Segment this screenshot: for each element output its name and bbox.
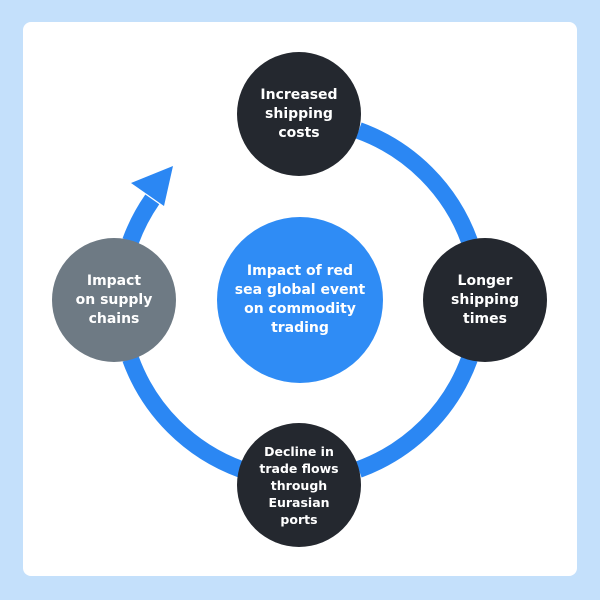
arc-top-to-right bbox=[355, 122, 478, 245]
node-label: Decline in trade flows through Eurasian … bbox=[259, 443, 339, 527]
arc-right-to-bottom bbox=[355, 355, 478, 478]
node-impact-on-supply-chains: Impact on supply chains bbox=[52, 238, 176, 362]
node-label: Increased shipping costs bbox=[260, 86, 338, 141]
arrow-head-icon bbox=[131, 166, 173, 206]
node-increased-shipping-costs: Increased shipping costs bbox=[237, 52, 361, 176]
node-decline-in-trade-flows: Decline in trade flows through Eurasian … bbox=[237, 423, 361, 547]
node-label: Longer shipping times bbox=[451, 272, 519, 327]
node-label: Impact on supply chains bbox=[75, 272, 153, 327]
node-longer-shipping-times: Longer shipping times bbox=[423, 238, 547, 362]
center-label: Impact of red sea global event on commod… bbox=[234, 263, 366, 336]
center-node: Impact of red sea global event on commod… bbox=[217, 217, 383, 383]
arc-left-to-top bbox=[122, 194, 160, 245]
arc-bottom-to-left bbox=[122, 355, 245, 478]
